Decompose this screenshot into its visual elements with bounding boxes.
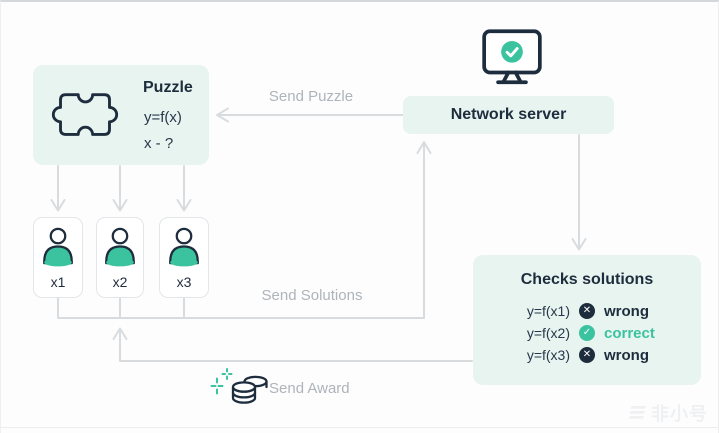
send-solutions-label: Send Solutions [261,287,363,304]
send-solutions-line [57,143,425,319]
send-puzzle-arrowhead [216,107,229,123]
checks-title: Checks solutions [520,271,654,288]
send-award-label: Send Award [269,380,350,397]
x-circle-icon: ✕ [579,303,595,319]
bottom-strip [1,427,718,433]
server-monitor-icon [482,29,542,85]
server-to-checks-arrowhead [571,238,587,251]
miner-box-x3: x3 [159,217,209,298]
sparkle-icon [210,368,233,395]
x-circle-icon: ✕ [579,347,595,363]
miner2-arrowhead [112,199,128,212]
check-row: y=f(x1) ✕ wrong [506,302,666,320]
miner-label: x3 [176,274,192,290]
check-row: y=f(x2) ✓ correct [506,324,666,342]
checks-solutions-box: Checks solutions y=f(x1) ✕ wrong y=f(x2)… [473,255,701,385]
miner-label: x2 [112,274,128,290]
miner-label: x1 [50,274,66,290]
coins-icon [231,375,268,404]
miner1-arrowhead [50,199,66,212]
puzzle-formula: y=f(x) [144,109,182,126]
check-row: y=f(x3) ✕ wrong [506,346,666,364]
check-formula: y=f(x1) [526,303,570,319]
network-server-label: Network server [450,106,567,123]
miner3-arrowhead [176,199,192,212]
puzzle-unknown: x - ? [144,135,174,152]
send-award-line [119,329,473,362]
network-server-box: Network server [403,96,614,134]
puzzle-box-title: Puzzle [143,79,193,96]
watermark-text: 非小号 [651,404,708,424]
puzzle-box: Puzzle y=f(x) x - ? [33,65,209,165]
check-circle-icon [501,41,523,63]
send-solutions-arrowhead [416,141,432,154]
check-formula: y=f(x3) [526,347,570,363]
check-status: wrong [604,346,649,364]
send-puzzle-label: Send Puzzle [268,88,354,105]
check-circle-icon: ✓ [579,325,595,341]
checks-rows: y=f(x1) ✕ wrong y=f(x2) ✓ correct y=f(x3… [506,302,666,364]
check-status: correct [604,324,655,342]
watermark: 非小号 [628,400,708,426]
miner-stems [57,297,185,319]
puzzle-piece-icon [51,93,119,136]
check-formula: y=f(x2) [526,325,570,341]
feixiaohao-logo-icon [628,406,646,419]
person-icon [169,227,199,267]
miner-box-x2: x2 [96,217,144,298]
check-status: wrong [604,302,649,320]
miner-box-x1: x1 [33,217,83,298]
send-award-arrowhead [112,327,128,340]
person-icon [43,227,73,267]
person-icon [105,227,135,267]
